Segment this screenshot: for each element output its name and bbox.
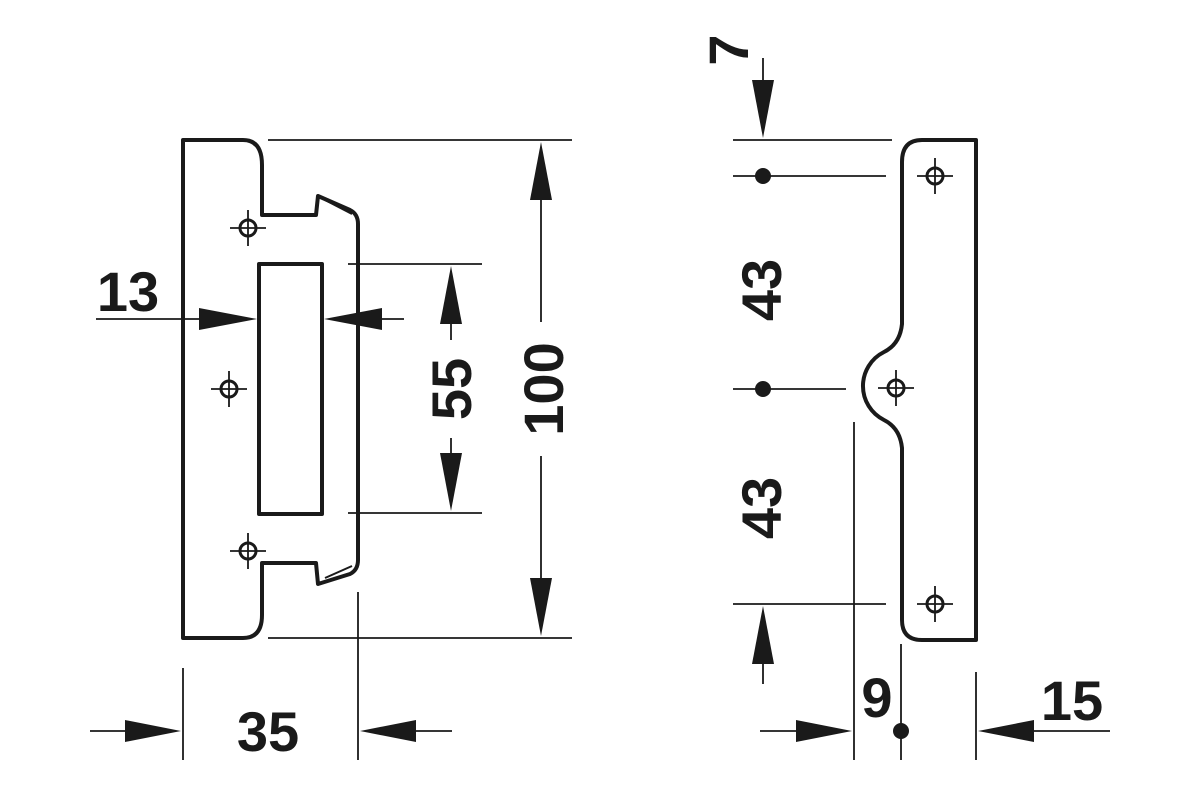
- dimension-9: 9: [760, 422, 909, 760]
- screw-hole-icon: [876, 368, 916, 408]
- dimension-43-pair: 43 43: [730, 168, 886, 684]
- dim-43-top-label: 43: [730, 259, 793, 321]
- lip-edge-top: [324, 199, 353, 215]
- dim-35-label: 35: [237, 700, 299, 763]
- screw-hole-icon: [915, 156, 955, 196]
- dim-7-label: 7: [697, 34, 760, 65]
- screw-hole-icon: [915, 584, 955, 624]
- dimension-15: 15: [975, 669, 1110, 760]
- strike-plate-side-view: [861, 138, 978, 642]
- dim-13-label: 13: [97, 260, 159, 323]
- plate-outline: [181, 138, 360, 640]
- lip-edge-bottom: [324, 565, 353, 579]
- dim-55-label: 55: [420, 358, 483, 420]
- dim-9-label: 9: [861, 666, 892, 729]
- dimension-100: 100: [268, 139, 575, 639]
- screw-hole-icon: [209, 369, 249, 409]
- bolt-slot: [257, 262, 324, 516]
- dim-15-label: 15: [1041, 669, 1103, 732]
- dim-100-label: 100: [512, 342, 575, 435]
- plate-side-outline: [861, 138, 978, 642]
- dimension-35: 35: [90, 592, 452, 763]
- dimension-7: 7: [697, 34, 892, 141]
- dim-43-bottom-label: 43: [730, 477, 793, 539]
- dimension-55: 55: [348, 263, 483, 514]
- strike-plate-front-view: [181, 138, 360, 640]
- dimension-13: 13: [96, 260, 404, 330]
